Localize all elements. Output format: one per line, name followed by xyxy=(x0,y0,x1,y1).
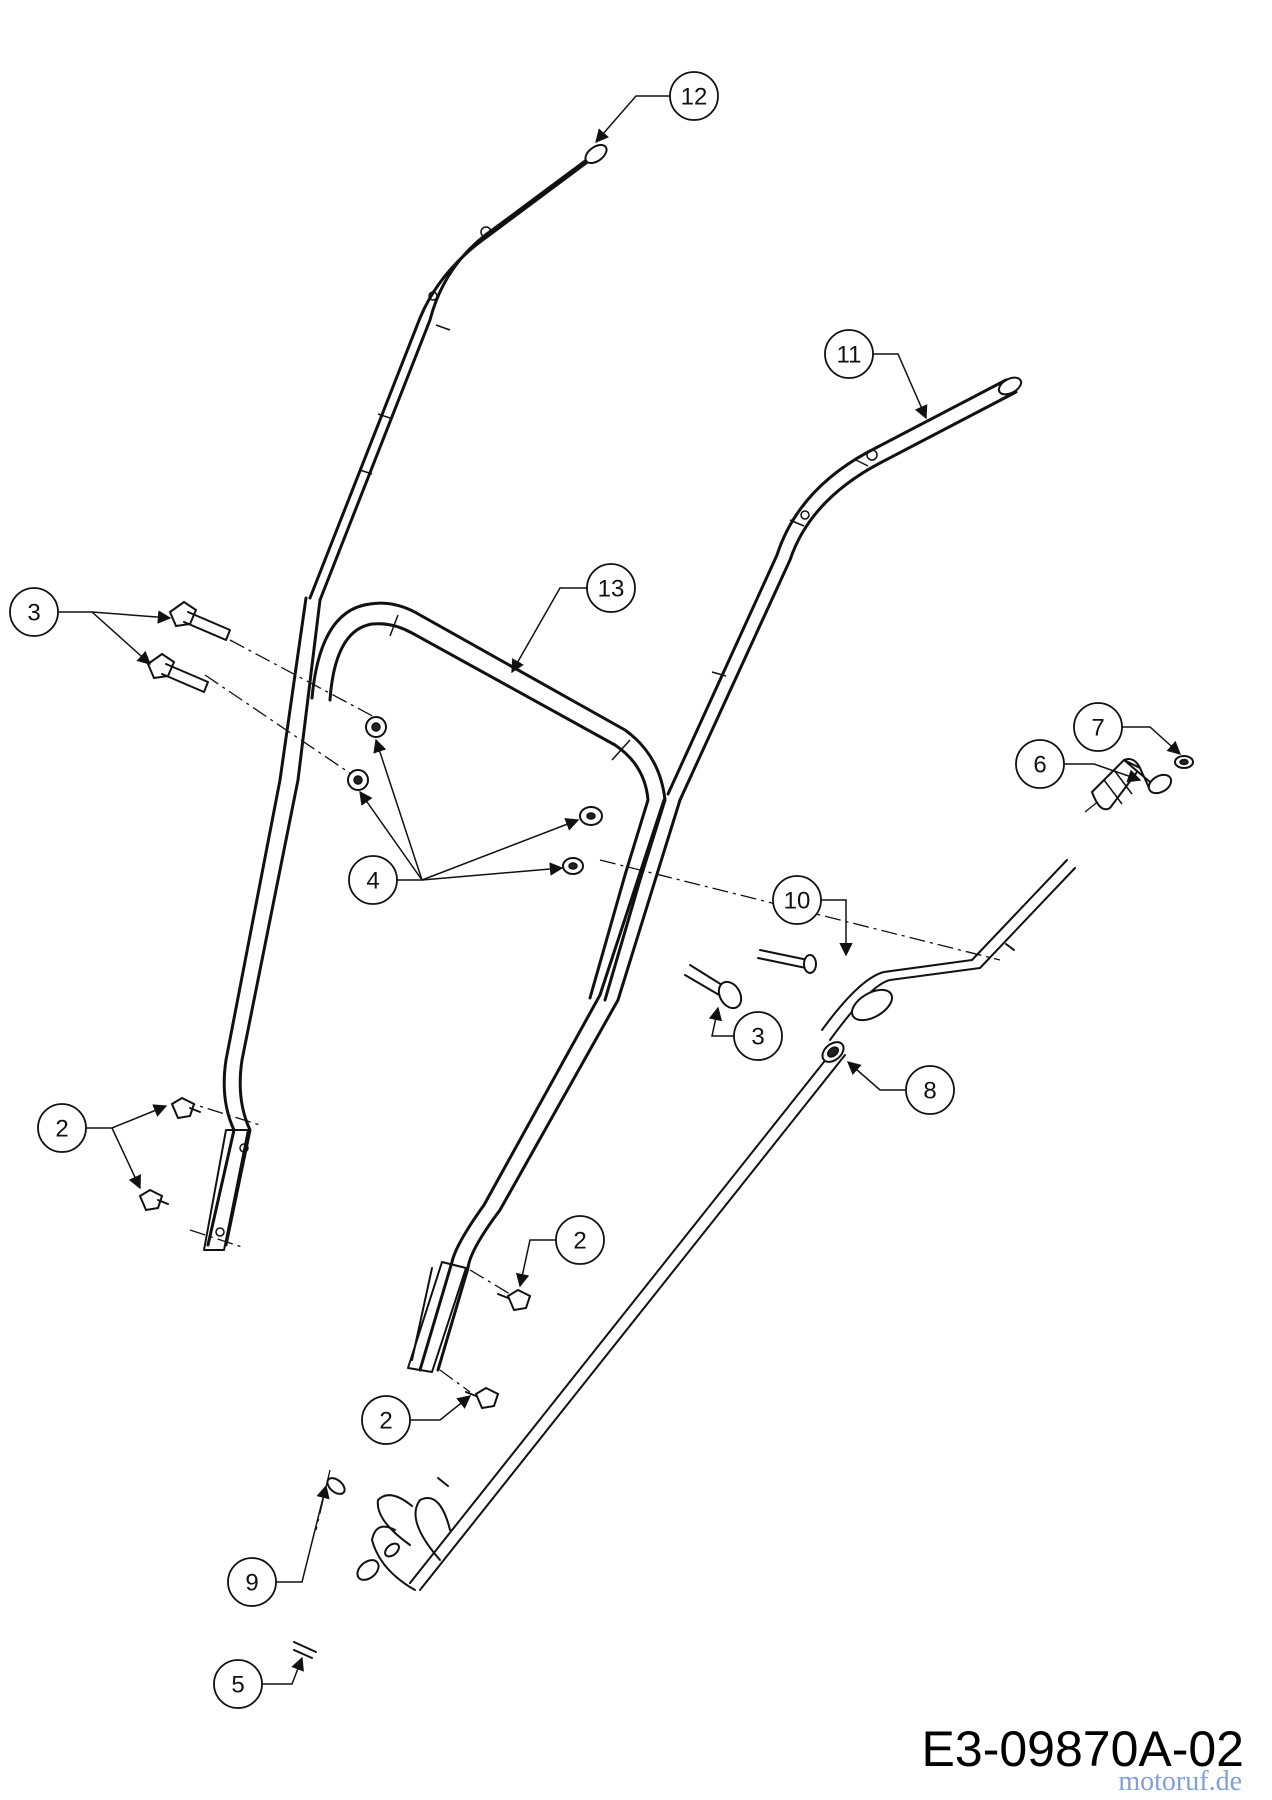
svg-text:2: 2 xyxy=(55,1116,68,1143)
svg-text:2: 2 xyxy=(573,1228,586,1255)
svg-text:10: 10 xyxy=(784,888,811,915)
knob-nut xyxy=(1174,755,1194,769)
svg-text:6: 6 xyxy=(1033,752,1046,779)
svg-text:11: 11 xyxy=(837,342,862,369)
callout-3-left: 3 xyxy=(9,587,172,665)
svg-text:12: 12 xyxy=(681,84,708,111)
bolt-lower xyxy=(146,652,209,693)
lower-handle-right xyxy=(407,798,682,1373)
upper-handle-left xyxy=(308,143,608,602)
shift-bolt xyxy=(757,949,817,974)
callout-6: 6 xyxy=(1015,739,1142,789)
svg-text:7: 7 xyxy=(1091,715,1104,742)
callout-2-right-upper: 2 xyxy=(515,1215,605,1288)
svg-text:2: 2 xyxy=(379,1408,392,1435)
svg-text:9: 9 xyxy=(245,1570,258,1597)
cross-bar xyxy=(310,601,667,1002)
bolt-2-right-lower xyxy=(465,1386,500,1410)
drawing-code: E3-09870A-02 xyxy=(921,1721,1244,1777)
lower-handle-left xyxy=(203,596,322,1251)
callout-4: 4 xyxy=(348,738,580,905)
watermark: motoruf.de xyxy=(1118,1766,1242,1797)
upper-handle-right xyxy=(666,376,1023,802)
svg-text:13: 13 xyxy=(598,576,625,603)
svg-text:4: 4 xyxy=(366,868,379,895)
bolt-upper xyxy=(168,600,231,641)
carriage-bolt xyxy=(684,964,743,1010)
callout-2-left: 2 xyxy=(37,1103,168,1190)
shift-knob xyxy=(1090,758,1173,811)
callout-11: 11 xyxy=(824,329,928,420)
nut-lower-right xyxy=(562,857,584,875)
nut-lower-left xyxy=(347,769,369,791)
nut-upper-right xyxy=(579,806,603,826)
callout-7: 7 xyxy=(1073,702,1182,755)
svg-text:3: 3 xyxy=(27,600,40,627)
callout-13: 13 xyxy=(511,563,636,674)
callout-9: 9 xyxy=(227,1484,330,1607)
callout-8: 8 xyxy=(846,1061,955,1115)
callout-12: 12 xyxy=(595,71,719,144)
bolt-2-lower-left xyxy=(138,1188,169,1212)
svg-text:3: 3 xyxy=(751,1024,764,1051)
svg-text:5: 5 xyxy=(231,1672,244,1699)
bolt-2-upper-left xyxy=(170,1096,201,1120)
hairpin-9 xyxy=(326,1477,346,1495)
bolt-2-right-upper xyxy=(497,1288,532,1312)
callout-5: 5 xyxy=(213,1656,304,1709)
callout-10: 10 xyxy=(772,875,853,957)
callout-3-right: 3 xyxy=(708,1006,783,1061)
clip-5 xyxy=(293,1641,317,1659)
callout-2-right-lower: 2 xyxy=(361,1395,472,1445)
shift-rod xyxy=(356,859,1076,1591)
svg-text:8: 8 xyxy=(923,1078,936,1105)
nut-upper-left xyxy=(365,716,387,738)
